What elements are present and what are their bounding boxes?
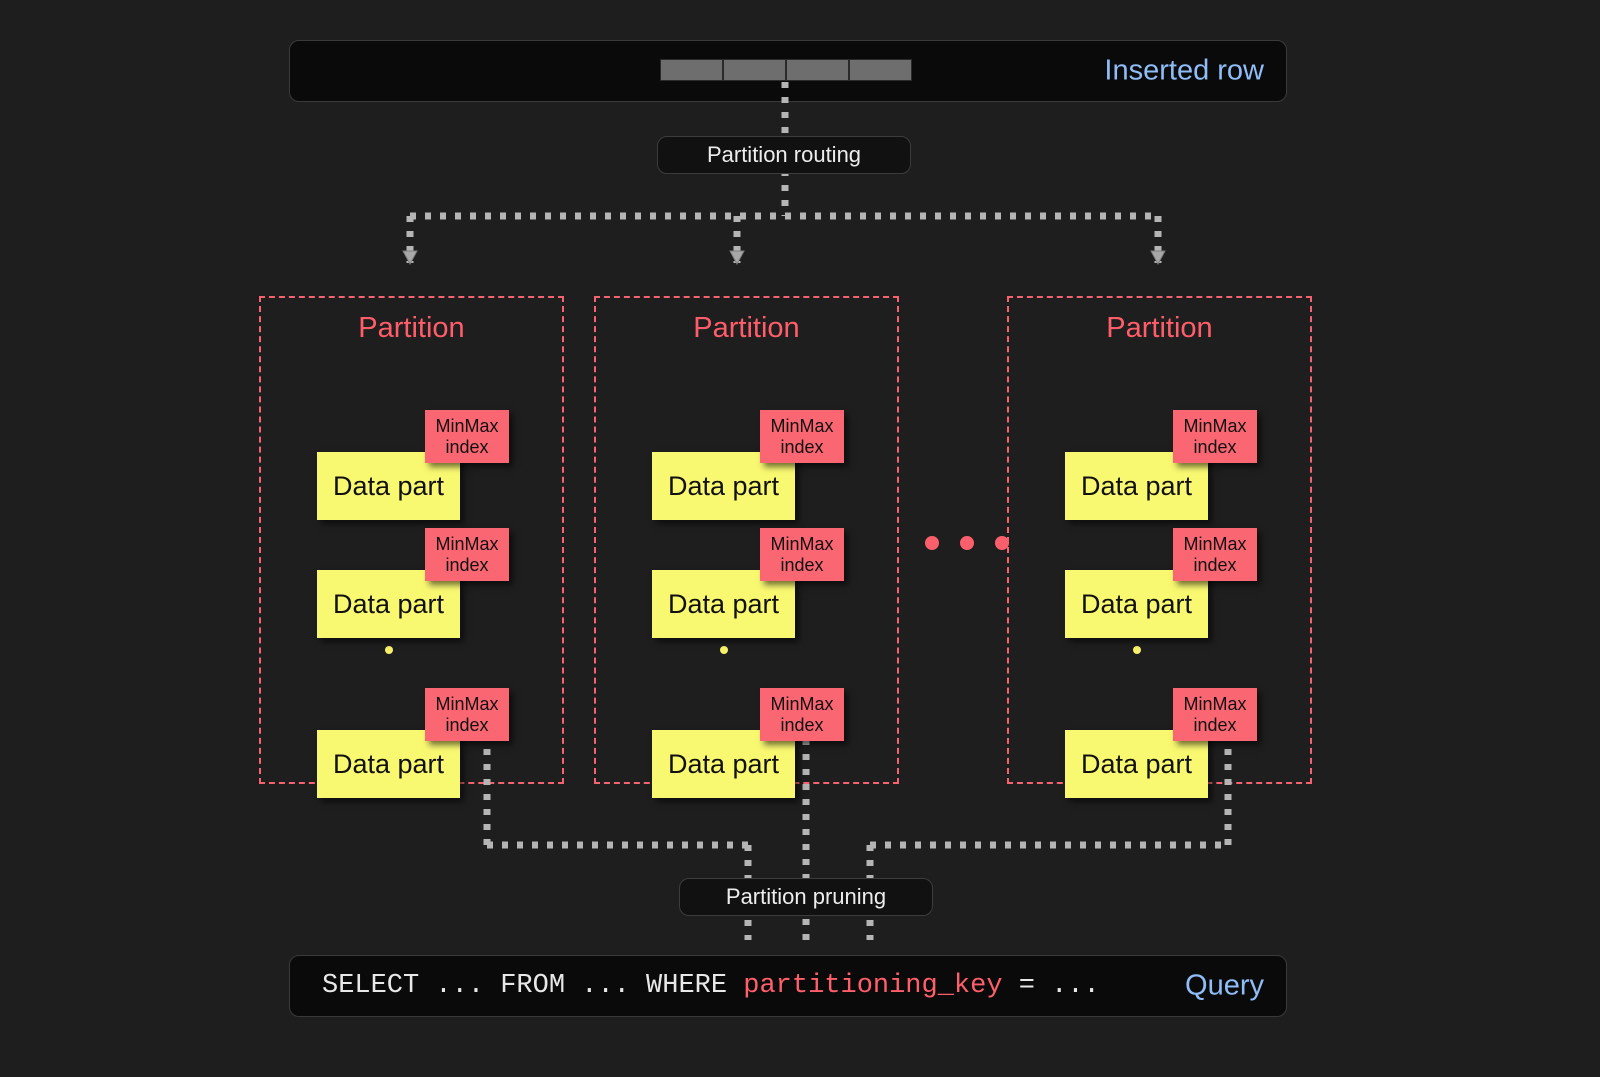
partition-title: Partition — [1106, 312, 1213, 344]
query-label: Query — [1185, 969, 1264, 1002]
query-code: SELECT ... FROM ... WHERE partitioning_k… — [322, 971, 1100, 1001]
partition-ellipsis — [925, 536, 1009, 550]
row-cell — [660, 59, 723, 81]
partition-routing-label: Partition routing — [706, 142, 862, 167]
query-bar: SELECT ... FROM ... WHERE partitioning_k… — [289, 955, 1287, 1017]
row-cell — [786, 59, 849, 81]
partition-title: Partition — [358, 312, 465, 344]
partition-pruning-label: Partition pruning — [725, 884, 887, 909]
data-part-box: Data part — [317, 570, 460, 638]
data-part-box: Data part — [317, 452, 460, 520]
inserted-row-label: Inserted row — [1104, 54, 1264, 87]
query-partitioning-key: partitioning_key — [743, 971, 1003, 1001]
data-part-box: Data part — [652, 452, 795, 520]
inserted-row-cells — [660, 59, 912, 81]
partition-routing-box: Partition routing — [657, 136, 911, 174]
row-cell — [849, 59, 912, 81]
data-part-box: Data part — [1065, 730, 1208, 798]
data-part-box: Data part — [1065, 452, 1208, 520]
data-part-box: Data part — [1065, 570, 1208, 638]
data-part-box: Data part — [317, 730, 460, 798]
partition-pruning-box: Partition pruning — [679, 878, 933, 916]
partition-title: Partition — [693, 312, 800, 344]
row-cell — [723, 59, 786, 81]
data-part-box: Data part — [652, 730, 795, 798]
query-suffix: = ... — [1002, 971, 1100, 1001]
query-prefix: SELECT ... FROM ... WHERE — [322, 971, 744, 1001]
data-part-box: Data part — [652, 570, 795, 638]
